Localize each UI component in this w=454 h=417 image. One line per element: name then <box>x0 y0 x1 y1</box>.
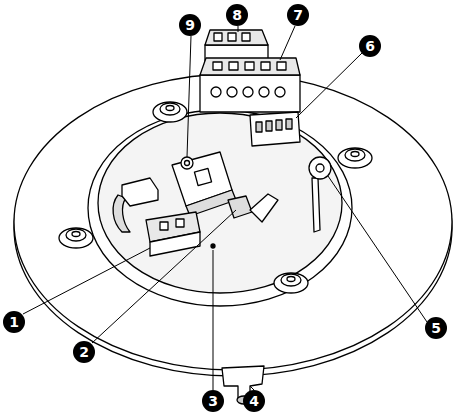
callout-number: 3 <box>202 390 224 412</box>
inner-recess <box>98 113 342 293</box>
grommets <box>59 102 372 293</box>
callout-number: 6 <box>359 35 381 57</box>
terminal-block-upper <box>205 30 268 62</box>
terminal-block-main <box>200 58 300 112</box>
tab <box>250 194 278 222</box>
callout-number: 5 <box>425 317 447 339</box>
cable-clamp <box>122 178 158 206</box>
terminal-block-lower <box>146 212 200 256</box>
hole <box>211 244 215 248</box>
callout-number: 4 <box>243 390 265 412</box>
leader-lines <box>23 26 427 390</box>
bracket <box>172 152 236 216</box>
callout-number: 8 <box>226 4 248 26</box>
base-plate <box>14 74 452 370</box>
callout-number: 7 <box>287 4 309 26</box>
ring-lug <box>309 157 331 232</box>
callout-number: 9 <box>179 14 201 36</box>
callout-number: 2 <box>73 341 95 363</box>
callout-number: 1 <box>3 311 25 333</box>
connector <box>250 112 300 146</box>
inner-ring <box>88 110 352 306</box>
